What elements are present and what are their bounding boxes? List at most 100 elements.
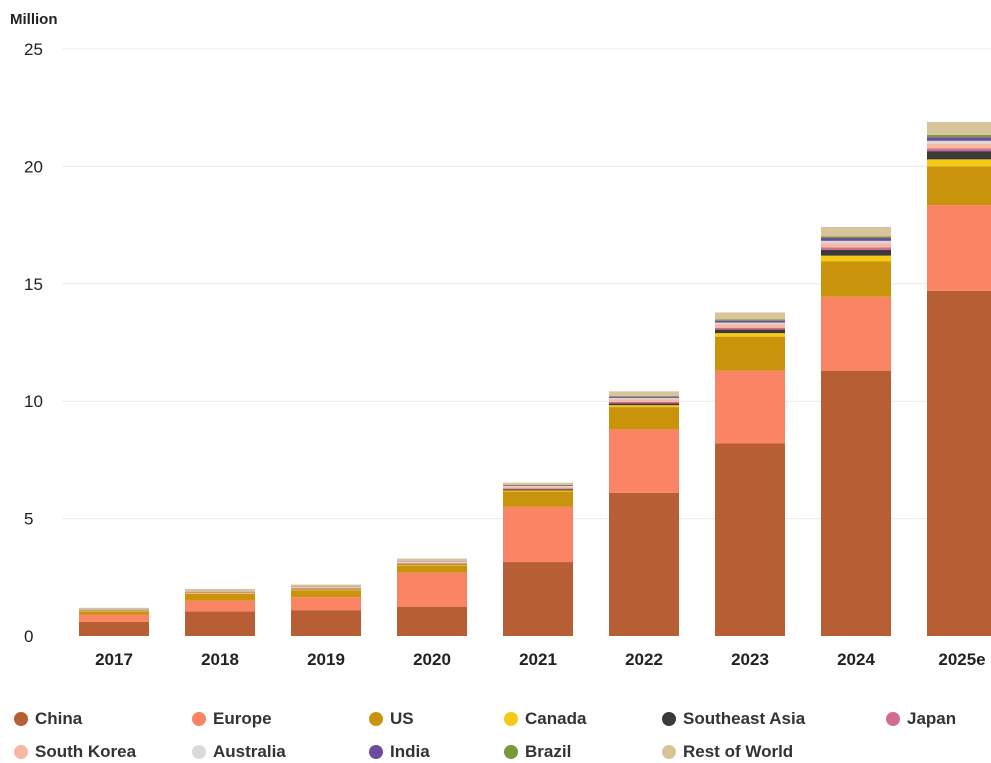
bar-segment-europe (503, 506, 573, 563)
bar-segment-south-korea (821, 243, 891, 248)
bar-segment-australia (503, 485, 573, 487)
x-tick-label: 2021 (519, 650, 557, 669)
bar-segment-india (821, 238, 891, 241)
bar-segment-south-korea (715, 324, 785, 328)
bar-stack-2018 (185, 589, 255, 636)
bar-stack-2025e (927, 122, 991, 636)
bar-segment-us (821, 261, 891, 297)
legend-item-rest-of-world: Rest of World (662, 741, 793, 763)
legend-label: Australia (213, 742, 286, 761)
legend-item-australia: Australia (192, 741, 286, 763)
bar-segment-japan (397, 563, 467, 565)
bar-segment-india (715, 320, 785, 323)
legend-label: Canada (525, 709, 587, 728)
legend-item-us: US (369, 708, 414, 730)
bar-segment-south-korea (609, 399, 679, 402)
legend-swatch (369, 745, 383, 759)
legend-label: Southeast Asia (683, 709, 806, 728)
bar-segment-us (397, 565, 467, 573)
x-tick-label: 2023 (731, 650, 769, 669)
bar-segment-japan (927, 148, 991, 152)
bar-segment-china (291, 610, 361, 636)
bar-stack-2024 (821, 226, 891, 636)
bar-segment-australia (927, 140, 991, 144)
legend-item-europe: Europe (192, 708, 272, 730)
x-tick-label: 2025e (938, 650, 985, 669)
legend-swatch (192, 712, 206, 726)
bar-segment-europe (609, 429, 679, 493)
bar-segment-china (79, 621, 149, 636)
legend-item-japan: Japan (886, 708, 956, 730)
bar-segment-europe (185, 600, 255, 612)
bar-segment-china (927, 290, 991, 636)
bar-stack-2017 (79, 607, 149, 636)
bar-segment-japan (609, 401, 679, 404)
bar-segment-rest-of-world (291, 584, 361, 587)
bar-stack-2021 (503, 482, 573, 636)
bar-segment-china (397, 606, 467, 636)
bar-segment-south-korea (927, 143, 991, 149)
legend-swatch (504, 745, 518, 759)
y-axis-unit-label: Million (10, 11, 58, 28)
x-tick-label: 2024 (837, 650, 875, 669)
bar-segment-brazil (609, 396, 679, 397)
bar-stack-2020 (397, 558, 467, 636)
bar-stack-2022 (609, 391, 679, 636)
bar-segment-australia (609, 397, 679, 400)
bar-segment-brazil (821, 236, 891, 239)
legend-swatch (886, 712, 900, 726)
bars (79, 122, 991, 636)
bar-segment-europe (715, 370, 785, 444)
bar-segment-brazil (715, 319, 785, 321)
legend-swatch (369, 712, 383, 726)
bar-segment-canada (185, 593, 255, 594)
bar-segment-china (503, 562, 573, 636)
x-tick-label: 2019 (307, 650, 345, 669)
bar-segment-rest-of-world (397, 558, 467, 562)
legend-label: Europe (213, 709, 272, 728)
bar-segment-rest-of-world (715, 312, 785, 320)
bar-segment-canada (609, 405, 679, 408)
bar-segment-canada (927, 159, 991, 167)
legend-swatch (192, 745, 206, 759)
bar-segment-us (79, 611, 149, 615)
y-tick-label: 15 (24, 275, 43, 294)
bar-segment-europe (291, 597, 361, 611)
bar-segment-southeast-asia (927, 151, 991, 160)
bar-segment-southeast-asia (821, 249, 891, 256)
bar-segment-rest-of-world (503, 482, 573, 486)
legend-swatch (504, 712, 518, 726)
bar-segment-canada (715, 333, 785, 337)
bar-segment-canada (397, 564, 467, 566)
legend-item-brazil: Brazil (504, 741, 571, 763)
bar-segment-us (927, 166, 991, 206)
bar-segment-us (503, 491, 573, 507)
x-tick-label: 2017 (95, 650, 133, 669)
bar-segment-india (927, 137, 991, 141)
legend-label: Brazil (525, 742, 572, 761)
bar-segment-china (715, 443, 785, 636)
bar-segment-japan (503, 488, 573, 490)
bar-segment-southeast-asia (715, 329, 785, 334)
bar-segment-south-korea (503, 486, 573, 489)
bar-segment-china (821, 370, 891, 636)
legend-item-canada: Canada (504, 708, 586, 730)
bar-segment-japan (185, 592, 255, 593)
bar-segment-us (715, 336, 785, 371)
bar-segment-india (609, 396, 679, 398)
bar-segment-southeast-asia (503, 489, 573, 491)
bar-stack-2019 (291, 584, 361, 636)
bar-segment-us (185, 593, 255, 601)
x-tick-label: 2020 (413, 650, 451, 669)
legend-item-southeast-asia: Southeast Asia (662, 708, 805, 730)
bar-segment-japan (821, 247, 891, 250)
legend-swatch (14, 745, 28, 759)
y-tick-label: 10 (24, 392, 43, 411)
bar-segment-australia (715, 322, 785, 325)
bar-segment-china (609, 492, 679, 636)
bar-segment-south-korea (185, 591, 255, 593)
